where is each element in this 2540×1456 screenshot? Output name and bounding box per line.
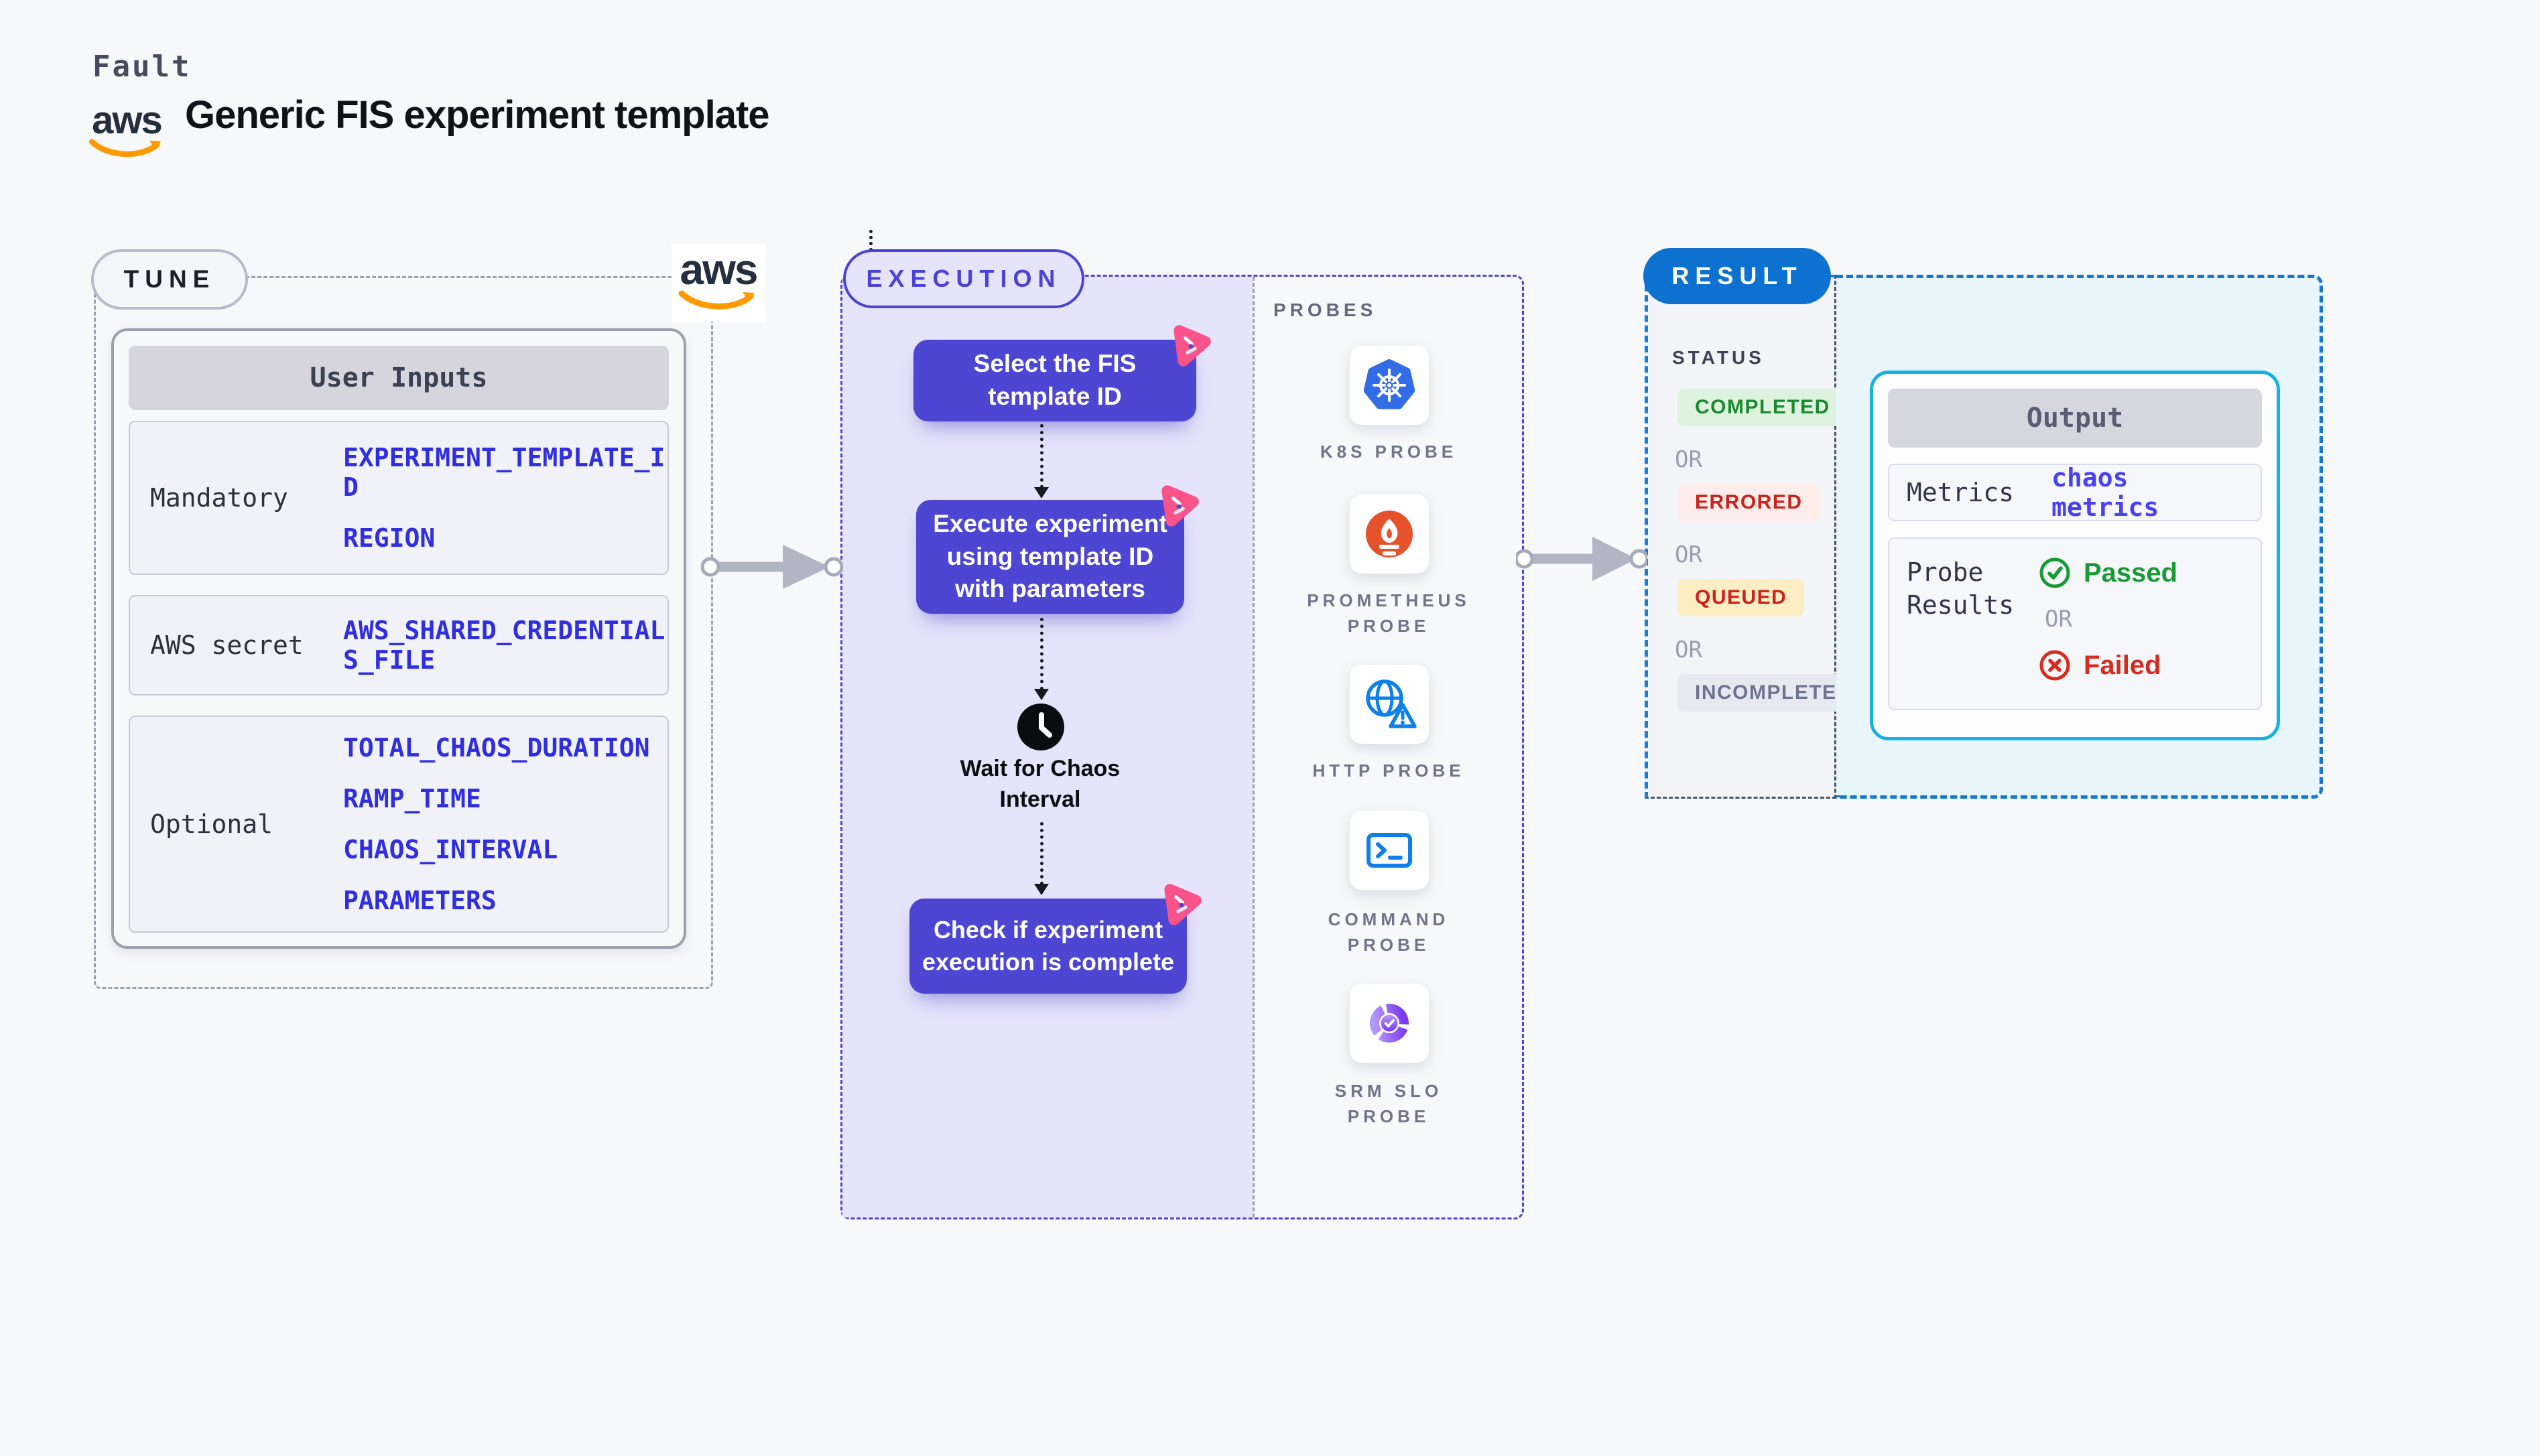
probe-results-values: Passed OR Failed — [2038, 556, 2177, 691]
result-pill: RESULT — [1643, 248, 1831, 304]
aws-smile-icon — [678, 290, 755, 310]
probe-card-srm-slo — [1350, 984, 1429, 1063]
row-label: Mandatory — [150, 483, 288, 513]
flow-node-select-template: Select the FIS template ID — [913, 325, 1211, 421]
aws-logo-text: aws — [92, 98, 163, 142]
flow-connector — [1040, 822, 1043, 885]
status-title: STATUS — [1672, 347, 1765, 368]
user-inputs-title: User Inputs — [129, 346, 669, 410]
tune-pill: TUNE — [91, 249, 248, 310]
aws-logo-text: aws — [680, 245, 759, 293]
metrics-value-link: chaos metrics — [2051, 463, 2159, 522]
execution-flow-area: Select the FIS template ID Execute exper… — [842, 230, 1253, 1217]
row-label: Optional — [150, 809, 273, 839]
probe-label: K8S PROBE — [1320, 442, 1458, 462]
metrics-row: Metrics chaos metrics — [1888, 463, 2262, 522]
row-values: EXPERIMENT_TEMPLATE_ID REGION — [343, 422, 668, 574]
param-value: EXPERIMENT_TEMPLATE_ID — [343, 442, 665, 502]
flow-node-label: Check if experiment execution is complet… — [922, 916, 1175, 976]
aws-smile-icon — [88, 139, 161, 157]
flow-connector-arrow — [1034, 689, 1049, 700]
output-title: Output — [1888, 389, 2262, 448]
or-separator: OR — [2045, 606, 2072, 633]
result-panel: STATUS COMPLETED OR ERRORED OR QUEUED OR… — [1645, 275, 2323, 799]
status-badge-completed: COMPLETED — [1677, 389, 1848, 426]
table-row-aws-secret: AWS secret AWS_SHARED_CREDENTIALS_FILE — [129, 595, 669, 696]
table-row-mandatory: Mandatory EXPERIMENT_TEMPLATE_ID REGION — [129, 421, 669, 575]
table-row-optional: Optional TOTAL_CHAOS_DURATION RAMP_TIME … — [129, 716, 669, 933]
failed-result: Failed — [2038, 649, 2177, 682]
probe-label: COMMAND PROBE — [1328, 909, 1450, 955]
probe-label: HTTP PROBE — [1312, 760, 1465, 781]
flow-node-label: Execute experiment using template ID wit… — [933, 509, 1167, 603]
probe-results-label: Probe Results — [1907, 557, 2015, 620]
param-value: AWS_SHARED_CREDENTIALS_FILE — [343, 615, 665, 675]
probes-title: PROBES — [1273, 300, 1377, 320]
probe-card-prometheus — [1350, 494, 1429, 574]
param-value: REGION — [343, 523, 436, 553]
flow-connector-arrow — [1034, 487, 1049, 499]
execution-panel: Select the FIS template ID Execute exper… — [840, 230, 1524, 1219]
terminal-icon — [1367, 833, 1412, 868]
tune-to-execution-arrow — [701, 545, 843, 589]
output-card: Output Metrics chaos metrics Probe Resul… — [1870, 371, 2280, 740]
x-circle-icon — [2039, 650, 2070, 681]
status-column: STATUS COMPLETED OR ERRORED OR QUEUED OR… — [1645, 275, 1870, 799]
param-value: CHAOS_INTERVAL — [343, 835, 558, 864]
flow-connector-arrow — [1034, 884, 1049, 895]
probe-card-command — [1350, 811, 1429, 890]
http-globe-warning-icon — [1366, 679, 1417, 728]
flow-node-label: Select the FIS template ID — [973, 350, 1137, 410]
prometheus-icon — [1366, 511, 1413, 557]
status-badge-errored: ERRORED — [1677, 484, 1820, 521]
probes-panel: PROBES K8S PROBE — [1253, 277, 1522, 1217]
kubernetes-icon — [1363, 359, 1415, 409]
execution-to-result-arrow — [1516, 537, 1647, 581]
passed-result: Passed — [2038, 556, 2177, 590]
slo-donut-check-icon — [1370, 1004, 1409, 1043]
probe-label: PROMETHEUS PROBE — [1307, 590, 1470, 636]
user-inputs-card: User Inputs Mandatory EXPERIMENT_TEMPLAT… — [111, 328, 686, 949]
or-separator: OR — [1675, 541, 1702, 568]
probe-card-http — [1350, 665, 1429, 744]
flow-node-execute-experiment: Execute experiment using template ID wit… — [916, 485, 1199, 614]
aws-logo: aws — [87, 98, 166, 161]
execution-pill: EXECUTION — [843, 249, 1084, 308]
passed-label: Passed — [2084, 557, 2178, 588]
flow-connector — [1040, 618, 1043, 690]
chaos-fault-icon — [1173, 325, 1211, 367]
row-values: AWS_SHARED_CREDENTIALS_FILE — [343, 596, 668, 694]
row-values: TOTAL_CHAOS_DURATION RAMP_TIME CHAOS_INT… — [343, 717, 668, 931]
row-label: AWS secret — [150, 631, 304, 660]
wait-step-label: Wait for Chaos Interval — [960, 756, 1121, 812]
chaos-fault-icon — [1161, 485, 1199, 527]
brand-label: Fault — [92, 50, 192, 84]
probe-label: SRM SLO PROBE — [1334, 1081, 1443, 1126]
aws-logo-tune-corner: aws — [672, 244, 765, 322]
param-value: PARAMETERS — [343, 886, 497, 916]
failed-label: Failed — [2084, 650, 2161, 680]
probe-card-k8s — [1350, 346, 1429, 425]
param-value: RAMP_TIME — [343, 783, 481, 813]
chaos-fault-icon — [1164, 884, 1202, 925]
tune-panel — [94, 276, 713, 989]
param-value: TOTAL_CHAOS_DURATION — [343, 732, 650, 763]
output-zone: Output Metrics chaos metrics Probe Resul… — [1836, 275, 2323, 799]
flow-start-stub — [869, 230, 873, 251]
check-circle-icon — [2039, 557, 2070, 588]
clock-icon — [1017, 704, 1064, 750]
flow-connector — [1040, 424, 1043, 488]
or-separator: OR — [1675, 637, 1702, 663]
status-badge-queued: QUEUED — [1677, 579, 1805, 616]
flow-node-check-complete: Check if experiment execution is complet… — [909, 884, 1202, 994]
page-title: Generic FIS experiment template — [185, 93, 770, 137]
or-separator: OR — [1675, 446, 1702, 473]
metrics-label: Metrics — [1907, 478, 2015, 507]
probe-results-row: Probe Results Passed OR — [1888, 537, 2262, 710]
